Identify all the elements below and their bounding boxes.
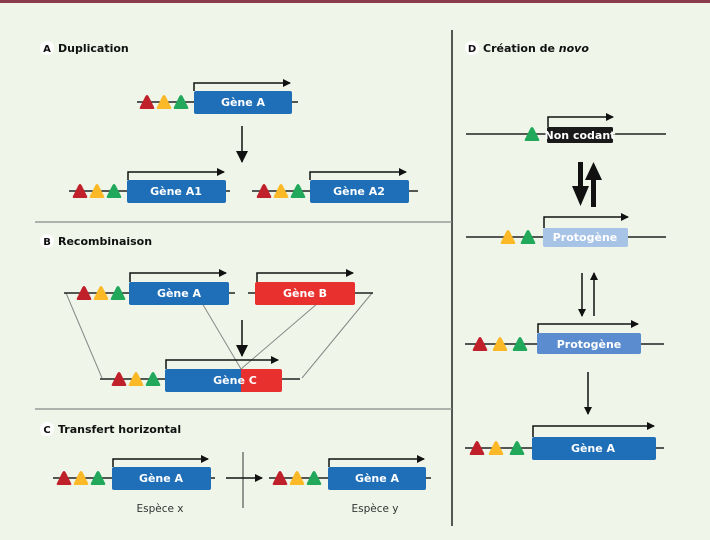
panel-b-letter: B: [43, 237, 51, 248]
reversible-arrows-thick-icon: [572, 162, 602, 207]
gene-box: [547, 127, 613, 143]
gene-label: Gène A: [355, 472, 400, 485]
panel-a: A Duplication Gène A Gène A1: [40, 41, 418, 203]
gene-row: Gène A: [53, 455, 215, 490]
transcription-arrow-icon: [547, 113, 614, 127]
gene-label: Gène A: [157, 287, 202, 300]
panel-d-letter: D: [468, 44, 476, 55]
gene-box: [543, 228, 628, 247]
gene-box-blue-part: [165, 369, 241, 392]
gene-label: Gène C: [213, 374, 257, 387]
panel-d-title-prefix: Création de: [483, 42, 559, 55]
panel-d-badge: [465, 41, 479, 55]
transcription-arrow-icon: [127, 168, 225, 180]
gene-row: Gène A2: [252, 168, 418, 203]
panel-c-title: Transfert horizontal: [58, 423, 181, 436]
species-label: Espèce x: [136, 503, 183, 515]
panel-c: C Transfert horizontal Gène A Espèce x G…: [40, 422, 431, 515]
gene-label: Gène A: [571, 442, 616, 455]
gene-label: Gène A2: [333, 185, 385, 198]
gene-box: [532, 437, 656, 460]
gene-box: [112, 467, 211, 490]
transcription-arrow-icon: [537, 320, 639, 333]
gene-label: Gène A1: [150, 185, 202, 198]
transcription-arrow-icon: [165, 356, 279, 369]
transcription-arrow-icon: [129, 269, 227, 282]
gene-label: Non codant: [545, 129, 616, 142]
gene-box: [127, 180, 226, 203]
panel-c-badge: [40, 422, 54, 436]
transcription-arrow-icon: [328, 455, 425, 467]
gene-box: [129, 282, 229, 305]
species-label: Espèce y: [351, 503, 398, 515]
gene-row: Gène B: [248, 269, 373, 305]
gene-row: Gène C: [100, 356, 300, 392]
gene-label: Gène B: [283, 287, 327, 300]
gene-row: Protogène: [466, 213, 666, 247]
gene-box: [255, 282, 355, 305]
transcription-arrow-icon: [309, 168, 407, 180]
panel-b-badge: [40, 234, 54, 248]
panel-b: B Recombinaison Gène A Gène B: [40, 234, 373, 392]
gene-row: Gène A: [269, 455, 431, 490]
gene-row: Gène A: [64, 269, 235, 305]
transcription-arrow-icon: [112, 455, 209, 467]
transcription-arrow-icon: [193, 79, 291, 91]
panel-d-title-italic: novo: [559, 42, 590, 55]
transcription-arrow-icon: [256, 269, 354, 282]
panel-b-title: Recombinaison: [58, 235, 152, 248]
transcription-arrow-icon: [532, 422, 655, 437]
gene-box: [328, 467, 426, 490]
panel-a-title: Duplication: [58, 42, 129, 55]
panel-a-letter: A: [43, 44, 51, 55]
gene-label: Gène A: [221, 96, 266, 109]
gene-box: [537, 333, 641, 354]
gene-label: Protogène: [553, 231, 618, 244]
gene-row: Non codant: [466, 113, 666, 143]
gene-box-red-part: [236, 369, 282, 392]
gene-box: [194, 91, 292, 114]
gene-label: Gène A: [139, 472, 184, 485]
panel-a-badge: [40, 41, 54, 55]
panel-c-letter: C: [43, 425, 50, 436]
gene-box: [310, 180, 409, 203]
panel-d-title: Création de novo: [483, 42, 589, 55]
top-border: [0, 0, 710, 3]
gene-row: Gène A: [465, 422, 664, 460]
gene-row: Gène A: [137, 79, 298, 114]
gene-label: Protogène: [557, 338, 622, 351]
transcription-arrow-icon: [543, 213, 629, 228]
gene-row: Protogène: [465, 320, 664, 354]
panel-d: D Création de novo Non codant Protogène: [465, 41, 666, 460]
recombination-lines: [65, 292, 373, 379]
gene-row: Gène A1: [69, 168, 230, 203]
